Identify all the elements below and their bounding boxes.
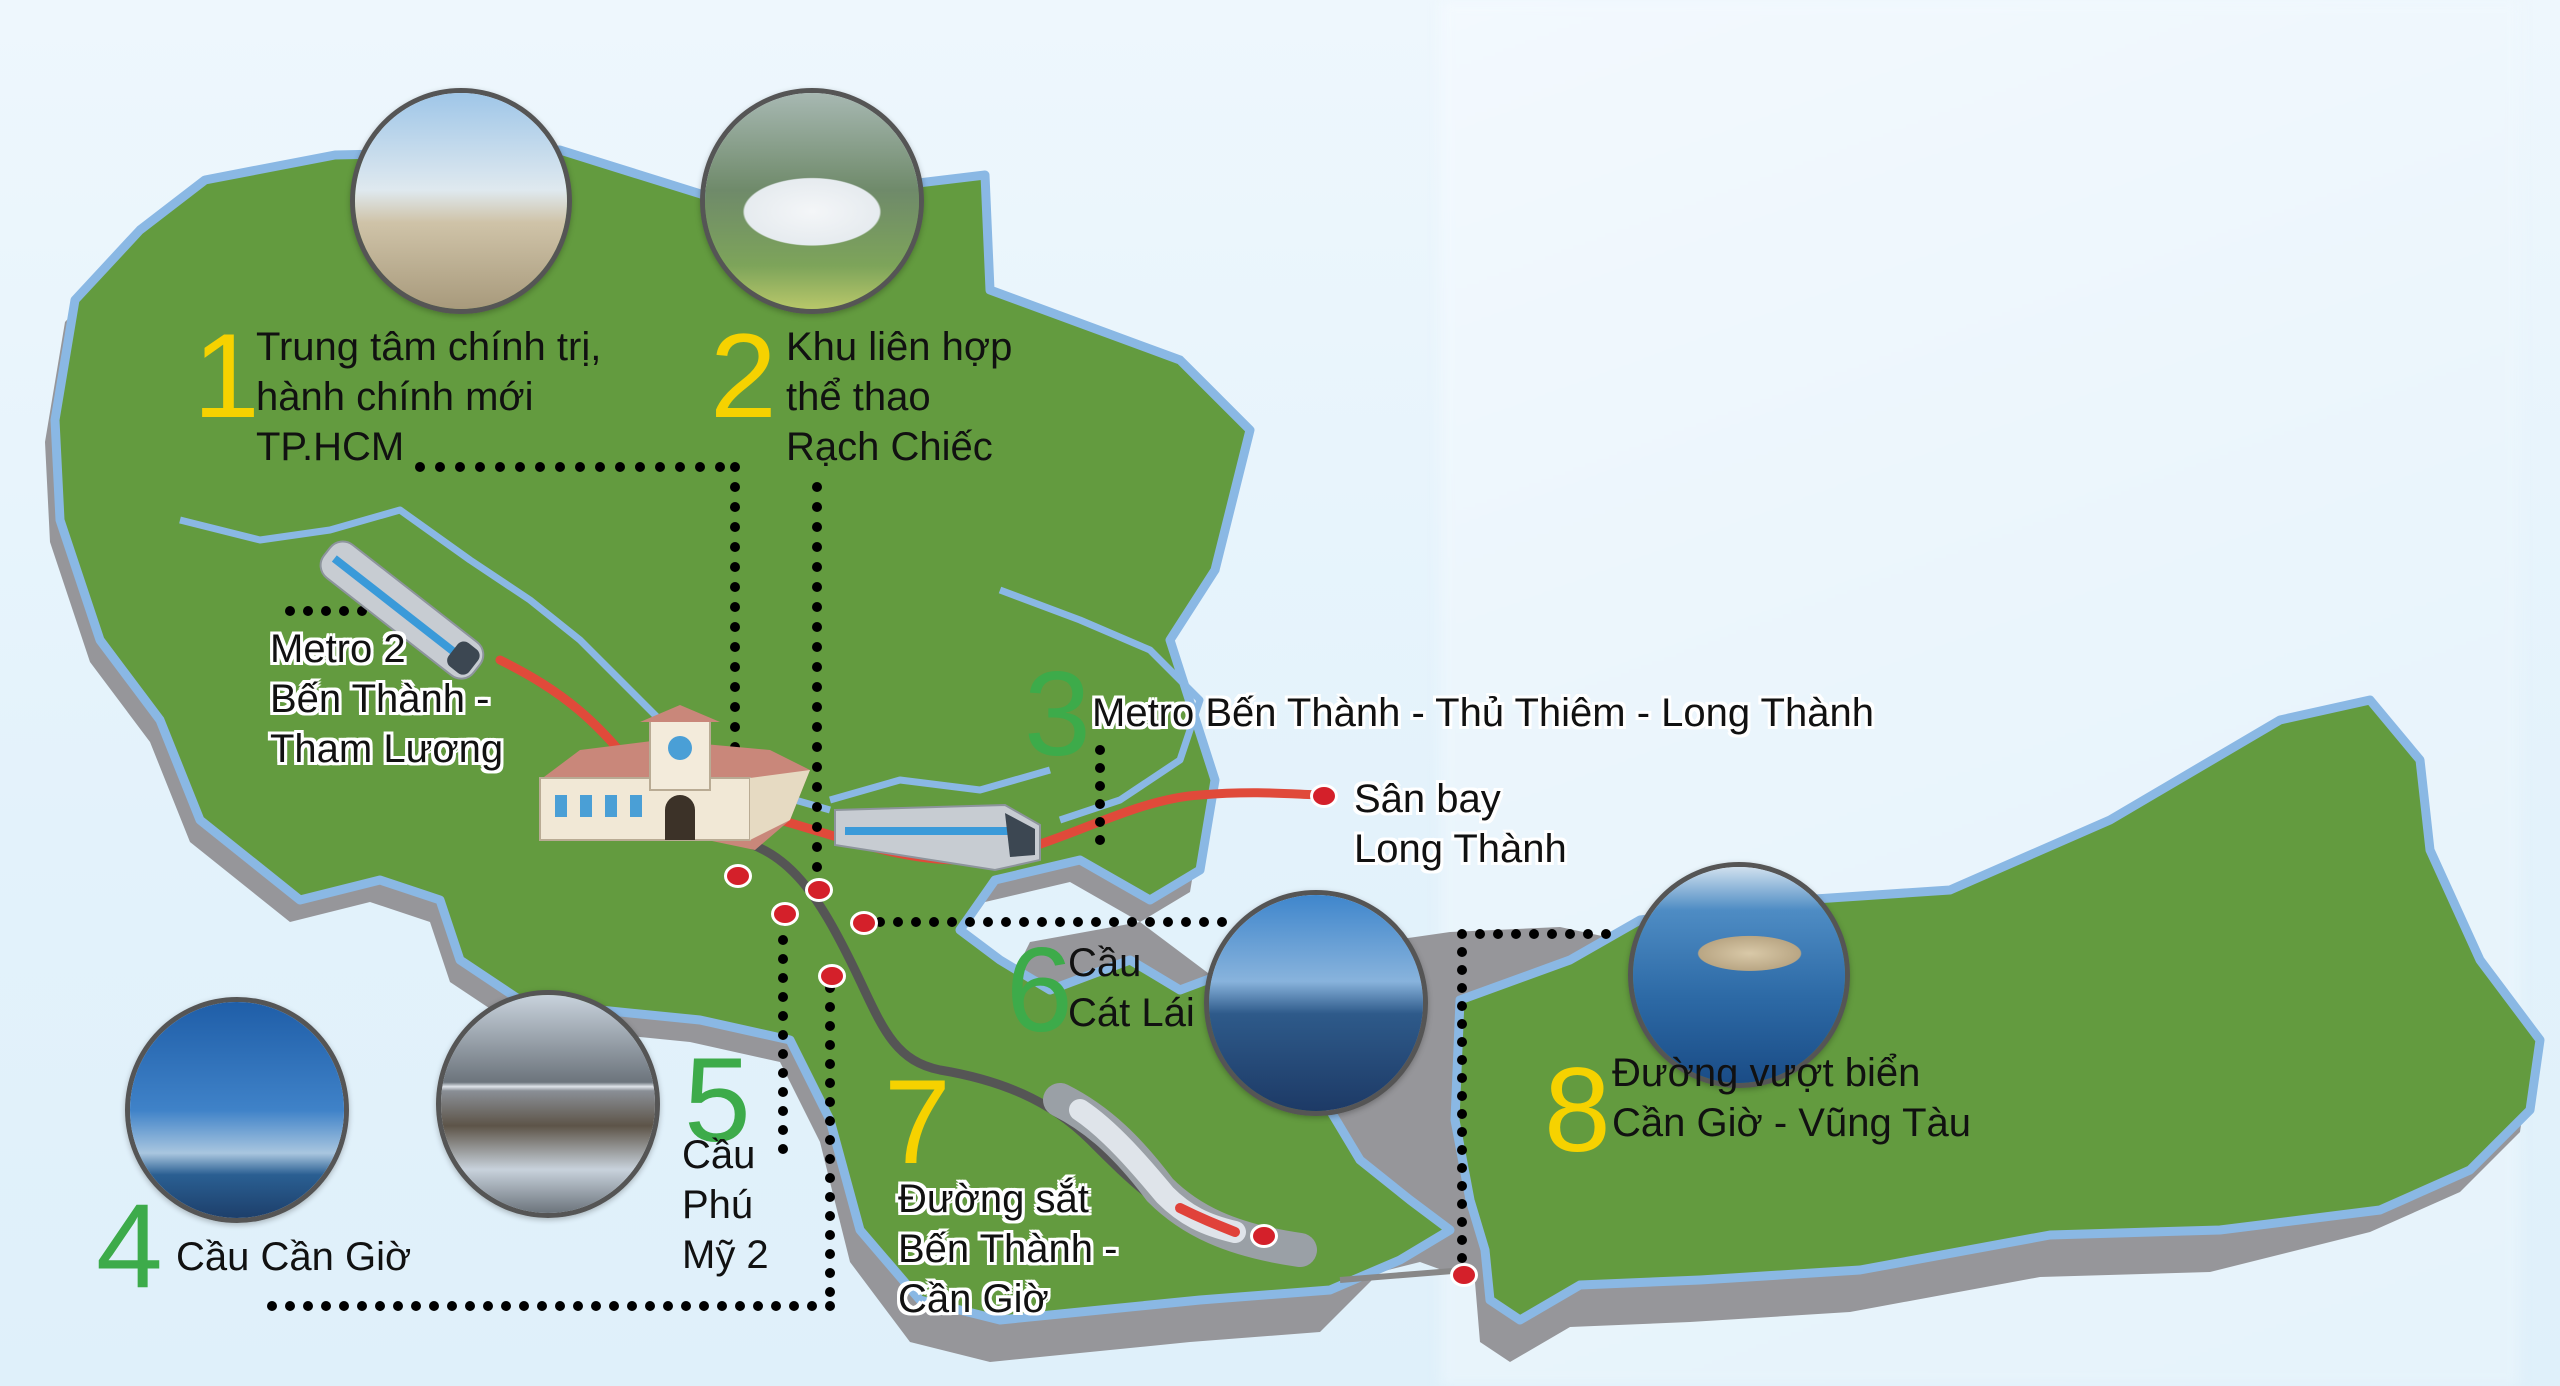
project-number-6: 6	[1006, 923, 1073, 1057]
project-label-1-line-2: hành chính mới	[256, 375, 534, 419]
project-label-3-line-1: Metro Bến Thành - Thủ Thiêm - Long Thành	[1092, 691, 1874, 735]
marker-5[interactable]	[771, 902, 799, 926]
photo-can-gio-bridge[interactable]	[125, 997, 349, 1223]
project-label-8[interactable]: Đường vượt biển Cần Giờ - Vũng Tàu	[1612, 1048, 1971, 1148]
project-label-2-line-2: thể thao	[786, 375, 931, 419]
marker-2[interactable]	[805, 878, 833, 902]
project-label-6-line-2: Cát Lái	[1068, 991, 1195, 1035]
project-label-8-line-1: Đường vượt biển	[1612, 1051, 1921, 1095]
project-number-4: 4	[96, 1179, 163, 1313]
metro2-label-line-3: Tham Lương	[270, 727, 504, 771]
marker-6[interactable]	[850, 911, 878, 935]
marker-8[interactable]	[1450, 1263, 1478, 1287]
ben-thanh-market-icon	[539, 705, 810, 850]
leader-3	[1095, 745, 1105, 845]
leader-lines	[267, 462, 1611, 1311]
leader-4	[267, 983, 835, 1311]
land-can-gio	[1450, 695, 2545, 1325]
project-label-5[interactable]: Cầu Phú Mỹ 2	[682, 1130, 769, 1280]
marker-airport[interactable]	[1310, 784, 1338, 808]
project-label-6[interactable]: Cầu Cát Lái	[1068, 938, 1195, 1038]
sea-road-line	[1339, 1267, 1466, 1283]
project-label-5-line-3: Mỹ 2	[682, 1233, 769, 1277]
airport-label-line-1: Sân bay	[1354, 777, 1501, 821]
project-label-1[interactable]: Trung tâm chính trị, hành chính mới TP.H…	[256, 322, 601, 472]
map-land	[50, 145, 2545, 1325]
metro2-label-line-1: Metro 2	[270, 627, 406, 671]
project-label-4-line-1: Cầu Cần Giờ	[176, 1235, 412, 1279]
project-label-7-line-2: Bến Thành -	[898, 1227, 1118, 1271]
project-label-7[interactable]: Đường sắt Bến Thành - Cần Giờ	[898, 1174, 1117, 1324]
project-label-3[interactable]: Metro Bến Thành - Thủ Thiêm - Long Thành	[1092, 688, 1874, 738]
project-label-1-line-1: Trung tâm chính trị,	[256, 325, 602, 369]
airport-label-line-2: Long Thành	[1354, 827, 1567, 871]
metro2-label[interactable]: Metro 2 Bến Thành - Tham Lương	[270, 624, 503, 774]
project-number-2: 2	[710, 309, 777, 443]
project-number-3: 3	[1024, 647, 1091, 781]
photo-cat-lai-bridge[interactable]	[1204, 890, 1428, 1116]
project-label-2[interactable]: Khu liên hợp thể thao Rạch Chiếc	[786, 322, 1012, 472]
metro2-label-line-2: Bến Thành -	[270, 677, 490, 721]
project-label-5-line-2: Phú	[682, 1183, 754, 1227]
leader-2	[812, 482, 822, 892]
project-label-6-line-1: Cầu	[1068, 941, 1142, 985]
project-number-7: 7	[884, 1055, 951, 1189]
project-label-2-line-1: Khu liên hợp	[786, 325, 1013, 369]
project-label-4[interactable]: Cầu Cần Giờ	[176, 1232, 411, 1282]
leader-8	[1457, 929, 1611, 1263]
project-label-1-line-3: TP.HCM	[256, 425, 405, 469]
marker-4[interactable]	[818, 964, 846, 988]
project-number-1: 1	[193, 309, 260, 443]
marker-1[interactable]	[724, 864, 752, 888]
marker-7[interactable]	[1250, 1224, 1278, 1248]
photo-sea-road[interactable]	[1628, 862, 1850, 1088]
project-label-7-line-3: Cần Giờ	[898, 1277, 1049, 1321]
project-number-5: 5	[684, 1033, 751, 1167]
photo-stadium[interactable]	[700, 88, 924, 314]
photo-government-center[interactable]	[350, 88, 572, 314]
photo-phu-my-2-bridge[interactable]	[436, 990, 660, 1218]
project-label-8-line-2: Cần Giờ - Vũng Tàu	[1612, 1101, 1972, 1145]
airport-label[interactable]: Sân bay Long Thành	[1354, 774, 1567, 874]
project-label-5-line-1: Cầu	[682, 1133, 756, 1177]
metro3-train-icon	[834, 803, 1041, 872]
high-speed-train-icon	[1043, 1083, 1317, 1267]
metro2-train-icon	[319, 540, 485, 680]
project-label-2-line-3: Rạch Chiếc	[786, 425, 993, 469]
project-label-7-line-1: Đường sắt	[898, 1177, 1089, 1221]
project-number-8: 8	[1544, 1043, 1611, 1177]
